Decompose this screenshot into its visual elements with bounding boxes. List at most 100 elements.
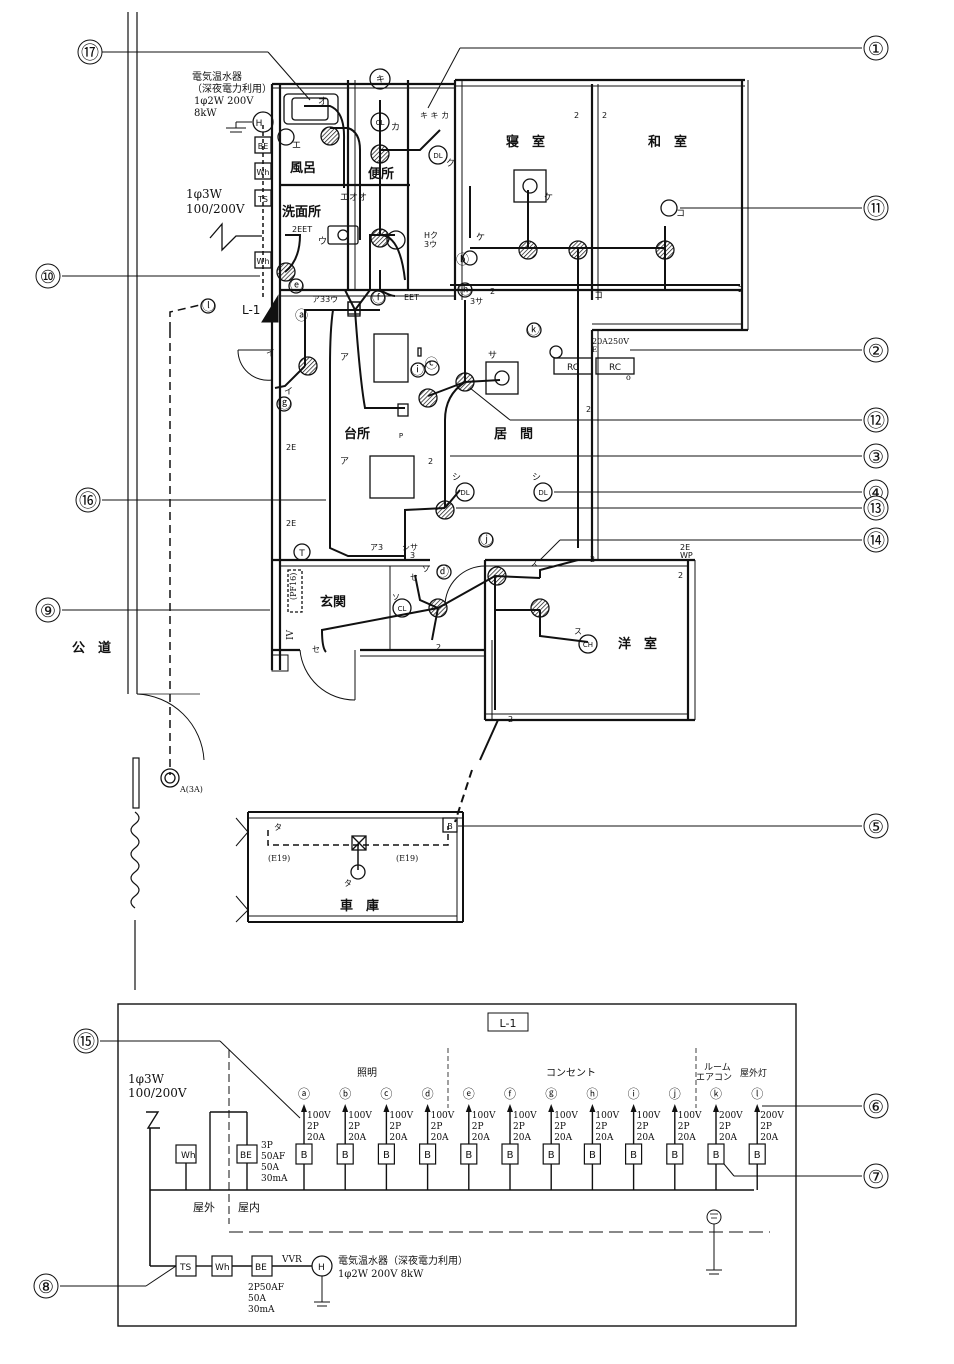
svg-text:2: 2	[602, 111, 607, 120]
circuit-ampere: 20A	[389, 1133, 407, 1143]
callout-7: ⑦	[863, 1163, 889, 1189]
svg-text:ク: ク	[446, 158, 455, 169]
arrow-head	[671, 1104, 678, 1112]
svg-text:⑧: ⑧	[38, 1277, 54, 1298]
circuit-poles: 2P	[554, 1122, 566, 1132]
circuit-id: ⓘ	[628, 1087, 640, 1101]
svg-text:EET: EET	[404, 293, 419, 302]
svg-text:ソ: ソ	[392, 593, 400, 602]
breaker-symbol: B	[465, 1150, 472, 1161]
svg-text:⑦: ⑦	[868, 1167, 884, 1188]
svg-text:RC: RC	[609, 363, 621, 373]
svg-text:30mA: 30mA	[261, 1174, 288, 1184]
room-washroom: 洗面所	[282, 204, 321, 220]
circuit-poles: 2P	[472, 1122, 484, 1132]
svg-text:①: ①	[868, 39, 884, 60]
svg-text:20A250V: 20A250V	[592, 337, 629, 346]
callout-16: ⑯	[75, 487, 101, 513]
svg-text:屋内: 屋内	[238, 1200, 260, 1214]
svg-text:イ: イ	[266, 349, 275, 359]
breaker-symbol: B	[424, 1150, 431, 1161]
svg-text:⑯: ⑯	[79, 491, 97, 512]
svg-text:⑪: ⑪	[867, 199, 885, 220]
svg-text:BE: BE	[240, 1151, 252, 1161]
svg-text:2: 2	[586, 405, 591, 414]
room-entrance: 玄関	[320, 594, 346, 610]
svg-text:ⓖ: ⓖ	[278, 397, 291, 412]
circuit-poles: 2P	[678, 1122, 690, 1132]
svg-text:⑤: ⑤	[868, 817, 884, 838]
circuit-id: ⓖ	[545, 1087, 557, 1101]
circuit-voltage: 100V	[678, 1111, 702, 1121]
svg-text:カ: カ	[391, 122, 400, 133]
circuit-poles: 2P	[348, 1122, 360, 1132]
svg-text:コ: コ	[594, 291, 603, 301]
callout-leaders	[60, 47, 862, 1287]
breaker-symbol: B	[630, 1150, 637, 1161]
circuit-ampere: 20A	[472, 1133, 490, 1143]
svg-text:⑫: ⑫	[867, 411, 885, 432]
svg-text:②: ②	[868, 341, 884, 362]
svg-text:50AF: 50AF	[261, 1152, 285, 1162]
svg-text:2P50AF: 2P50AF	[248, 1283, 284, 1293]
circuit-poles: 2P	[719, 1122, 731, 1132]
svg-text:セ: セ	[312, 645, 320, 654]
svg-text:オ: オ	[318, 96, 327, 107]
callout-15: ⑮	[73, 1028, 99, 1054]
svg-text:ⓓ: ⓓ	[436, 565, 449, 580]
svg-text:30mA: 30mA	[248, 1305, 275, 1315]
svg-text:ス: ス	[530, 559, 538, 568]
svg-text:③: ③	[868, 447, 884, 468]
svg-text:2E: 2E	[286, 519, 296, 528]
circuit-voltage: 200V	[719, 1111, 743, 1121]
svg-text:50A: 50A	[261, 1163, 279, 1173]
circuit-ampere: 20A	[719, 1133, 737, 1143]
svg-text:⑬: ⑬	[867, 499, 885, 520]
svg-text:3ウ: 3ウ	[424, 240, 437, 249]
svg-text:キ キ カ: キ キ カ	[420, 111, 449, 120]
room-youshitsu: 洋 室	[618, 636, 657, 652]
breaker-symbol: B	[589, 1150, 596, 1161]
svg-text:ケ: ケ	[476, 232, 485, 243]
svg-text:2: 2	[590, 555, 595, 564]
svg-text:エ: エ	[292, 141, 301, 151]
road-label: 公 道	[72, 640, 111, 656]
room-washitsu: 和 室	[648, 134, 687, 150]
svg-text:IV: IV	[286, 629, 296, 640]
circuit-poles: 2P	[595, 1122, 607, 1132]
svg-text:エオオ: エオオ	[340, 192, 367, 203]
svg-text:2: 2	[436, 643, 441, 652]
circuit-voltage: 100V	[431, 1111, 455, 1121]
svg-text:(E19): (E19)	[396, 854, 418, 863]
breaker-symbol: B	[383, 1150, 390, 1161]
svg-text:2: 2	[738, 285, 743, 294]
callout-1: ①	[863, 35, 889, 61]
svg-text:⑮: ⑮	[77, 1032, 95, 1053]
svg-text:(PF16): (PF16)	[289, 573, 298, 600]
svg-text:TS: TS	[257, 195, 268, 204]
circuit-id: ⓚ	[710, 1087, 722, 1101]
svg-text:BE: BE	[255, 1263, 267, 1273]
svg-text:ス: ス	[574, 627, 582, 636]
svg-text:o: o	[626, 373, 631, 382]
callout-14: ⑭	[863, 527, 889, 553]
svg-text:2E: 2E	[680, 543, 690, 552]
svg-text:ア33ウ: ア33ウ	[312, 295, 338, 304]
circuit-id: ⓔ	[463, 1087, 475, 1101]
circuit-ampere: 20A	[431, 1133, 449, 1143]
circuit-poles: 2P	[389, 1122, 401, 1132]
svg-text:⑰: ⑰	[81, 43, 99, 64]
ground-symbol	[209, 121, 279, 323]
callout-3: ③	[863, 443, 889, 469]
svg-text:DL: DL	[538, 489, 547, 497]
property-boundary	[127, 12, 205, 990]
arrow-head	[754, 1104, 761, 1112]
group-lighting: 照明	[357, 1067, 377, 1079]
svg-text:Wh: Wh	[215, 1263, 230, 1273]
